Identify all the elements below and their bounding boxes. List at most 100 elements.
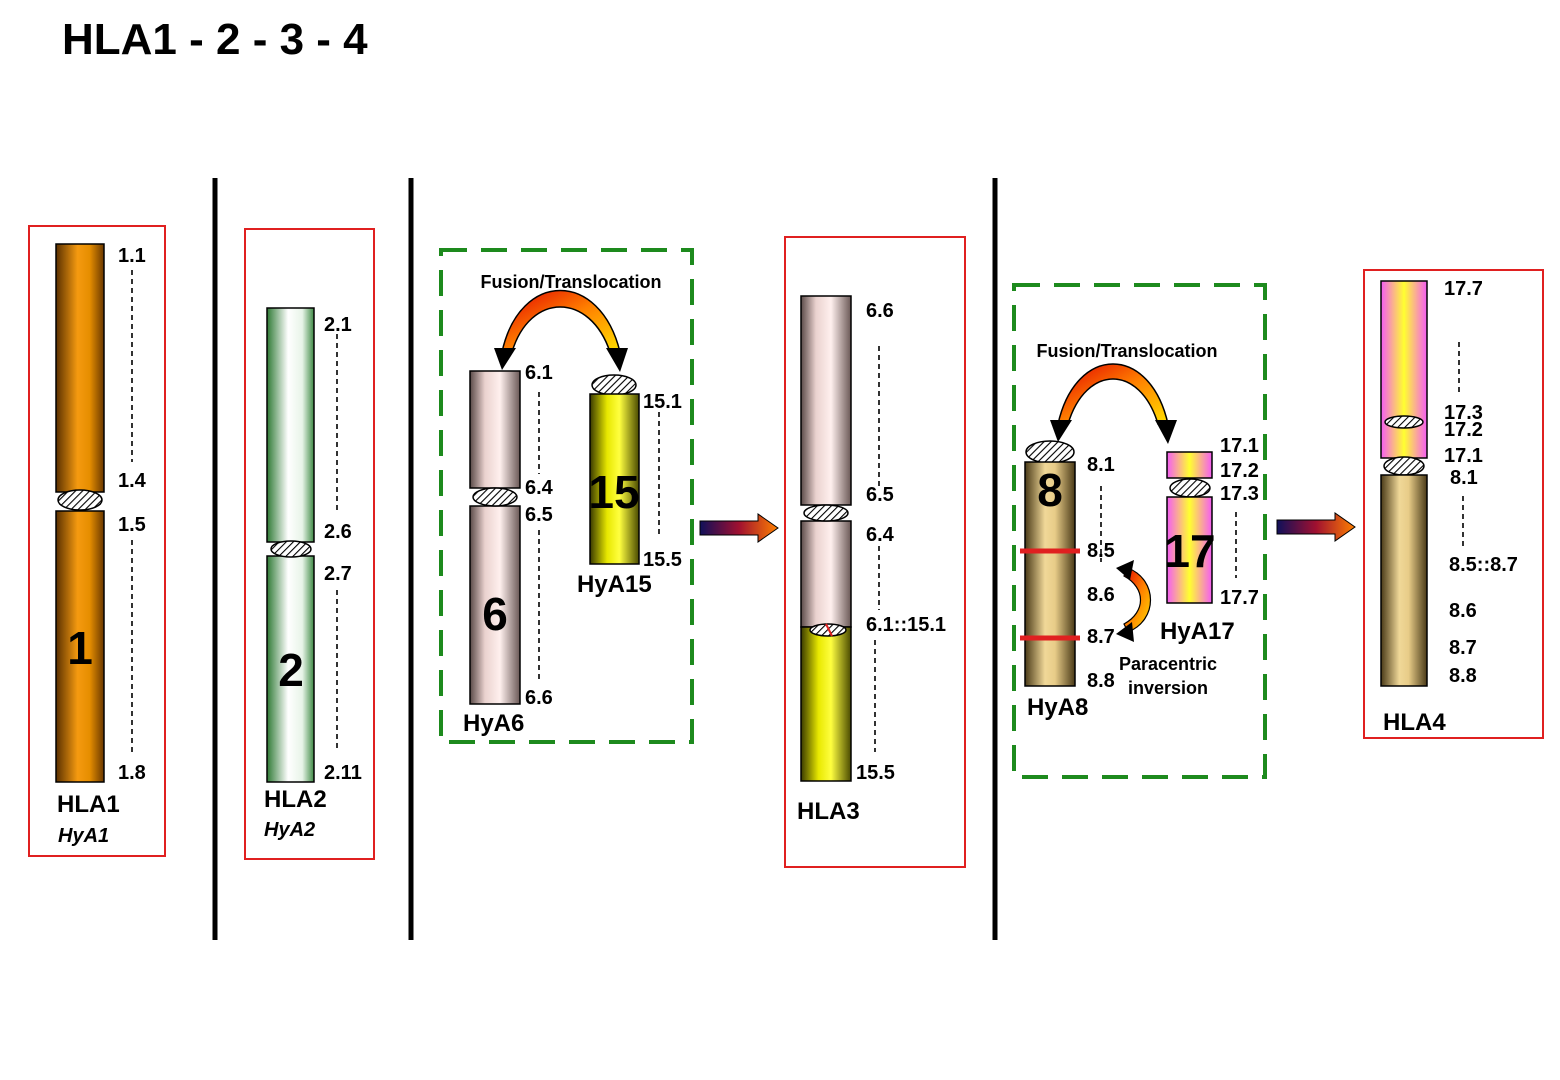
result-arrow-2	[1276, 512, 1356, 542]
hla4-band: 17.2	[1444, 419, 1483, 441]
hla3-centromere	[803, 504, 849, 522]
hla1-box	[28, 225, 166, 857]
result-arrow-1	[699, 513, 779, 543]
fusion-2-arrowhead-right	[1155, 420, 1177, 444]
hla4-band: 8.8	[1449, 665, 1477, 687]
hya15-band: 15.5	[643, 549, 682, 571]
hya6-q-arm	[469, 505, 521, 705]
hla2-band: 2.7	[324, 563, 352, 585]
fusion-group-1: Fusion/Translocation 6 6.1 6.4 6.5 6.6 H…	[439, 248, 694, 744]
hla1-sublabel: HyA1	[58, 825, 109, 847]
fusion-1-arrowhead-left	[494, 348, 516, 370]
hla4-band: 8.5::8.7	[1449, 554, 1518, 576]
hla2-p-arm	[266, 307, 315, 543]
hla2-label: HLA2	[264, 786, 327, 813]
hla3-q-arm-lower	[800, 626, 852, 782]
fusion-1-box	[439, 248, 694, 744]
hya17-q-arm	[1166, 496, 1213, 604]
hla1-panel: 1 1.1 1.4 1.5 1.8 HLA1 HyA1	[28, 225, 166, 857]
hya6-number: 6	[482, 588, 508, 640]
hla2-band: 2.6	[324, 521, 352, 543]
fusion-1-arrowhead-right	[606, 348, 628, 372]
hla1-band: 1.1	[118, 245, 146, 267]
hla4-band: 17.1	[1444, 445, 1483, 467]
hla3-band: 6.5	[866, 484, 894, 506]
hla4-panel: 17.7 17.3 17.2 17.1 8.1 8.5::8.7 8.6 8.7…	[1363, 269, 1544, 739]
hya8-band: 8.5	[1087, 540, 1115, 562]
hla2-centromere	[270, 540, 312, 558]
hla4-centromere	[1383, 456, 1425, 476]
hya15-band: 15.1	[643, 391, 682, 413]
hla1-label: HLA1	[57, 791, 120, 818]
hla3-p-arm	[800, 295, 852, 506]
hla4-band: 8.6	[1449, 600, 1477, 622]
fusion-2-label: Fusion/Translocation	[1036, 341, 1217, 361]
inversion-label-line1: Paracentric	[1119, 654, 1217, 674]
hla2-band: 2.1	[324, 314, 352, 336]
hla4-band: 8.1	[1450, 467, 1478, 489]
fusion-2-box	[1012, 283, 1267, 779]
fusion-2-arc	[1057, 363, 1169, 425]
hla4-p-arm	[1380, 280, 1428, 459]
hya6-band: 6.6	[525, 687, 553, 709]
hya17-band: 17.3	[1220, 483, 1259, 505]
hya8-band: 8.6	[1087, 584, 1115, 606]
hla3-band: 6.4	[866, 524, 895, 546]
hya17-p-arm	[1166, 451, 1213, 479]
hla3-band: 15.5	[856, 762, 895, 784]
hla1-p-arm	[55, 243, 105, 493]
hla3-panel: 6.6 6.5 6.4 6.1::15.1 15.5 HLA3	[784, 236, 966, 868]
inversion-label-line2: inversion	[1128, 678, 1208, 698]
hya8-band: 8.8	[1087, 670, 1115, 692]
hla4-inversion-point	[1384, 415, 1424, 429]
hla4-band: 17.7	[1444, 278, 1483, 300]
fusion-1-arc	[501, 289, 621, 353]
hla3-q-arm-upper	[800, 520, 852, 628]
hla1-band: 1.4	[118, 470, 147, 492]
hya8-arm	[1024, 461, 1076, 687]
hla3-box	[784, 236, 966, 868]
hla3-fusion-mark	[825, 623, 833, 637]
hla2-q-arm	[266, 555, 315, 783]
hya15-number: 15	[588, 466, 639, 518]
page-title: HLA1 - 2 - 3 - 4	[62, 15, 368, 64]
hya8-band: 8.1	[1087, 454, 1115, 476]
hya8-centromere	[1025, 440, 1075, 464]
hla2-panel: 2 2.1 2.6 2.7 2.11 HLA2 HyA2	[244, 228, 375, 860]
hya17-band: 17.1	[1220, 435, 1259, 457]
inversion-arrowhead-top	[1116, 560, 1134, 580]
hla1-number: 1	[67, 622, 93, 674]
hla2-band: 2.11	[324, 762, 362, 784]
hla4-band: 17.3	[1444, 402, 1483, 424]
fusion-2-arrowhead-left	[1050, 420, 1072, 442]
hya15-centromere	[591, 374, 637, 396]
hya17-label: HyA17	[1160, 618, 1235, 645]
hla1-band: 1.5	[118, 514, 146, 536]
hla3-label: HLA3	[797, 798, 860, 825]
hla4-band: 8.7	[1449, 637, 1477, 659]
hya6-band: 6.1	[525, 362, 553, 384]
hla3-band: 6.6	[866, 300, 894, 322]
hla4-box	[1363, 269, 1544, 739]
hla1-centromere	[57, 489, 103, 511]
fusion-1-label: Fusion/Translocation	[480, 272, 661, 292]
hya17-centromere	[1169, 478, 1211, 498]
hya8-band: 8.7	[1087, 626, 1115, 648]
hya17-band: 17.7	[1220, 587, 1259, 609]
hla2-box	[244, 228, 375, 860]
hya6-p-arm	[469, 370, 521, 489]
hya8-label: HyA8	[1027, 694, 1088, 721]
hya6-band: 6.4	[525, 477, 554, 499]
hla1-band: 1.8	[118, 762, 146, 784]
hla4-label: HLA4	[1383, 709, 1446, 736]
inversion-arrowhead-bottom	[1116, 622, 1134, 642]
hya15-label: HyA15	[577, 571, 652, 598]
hya6-band: 6.5	[525, 504, 553, 526]
hla2-number: 2	[278, 644, 304, 696]
hya17-number: 17	[1164, 525, 1215, 577]
hla1-q-arm	[55, 510, 105, 783]
fusion-group-2: Fusion/Translocation 8 8.1 8.5 8.6 8.7 8…	[1012, 283, 1267, 779]
hya6-label: HyA6	[463, 710, 524, 737]
hya17-band: 17.2	[1220, 460, 1259, 482]
